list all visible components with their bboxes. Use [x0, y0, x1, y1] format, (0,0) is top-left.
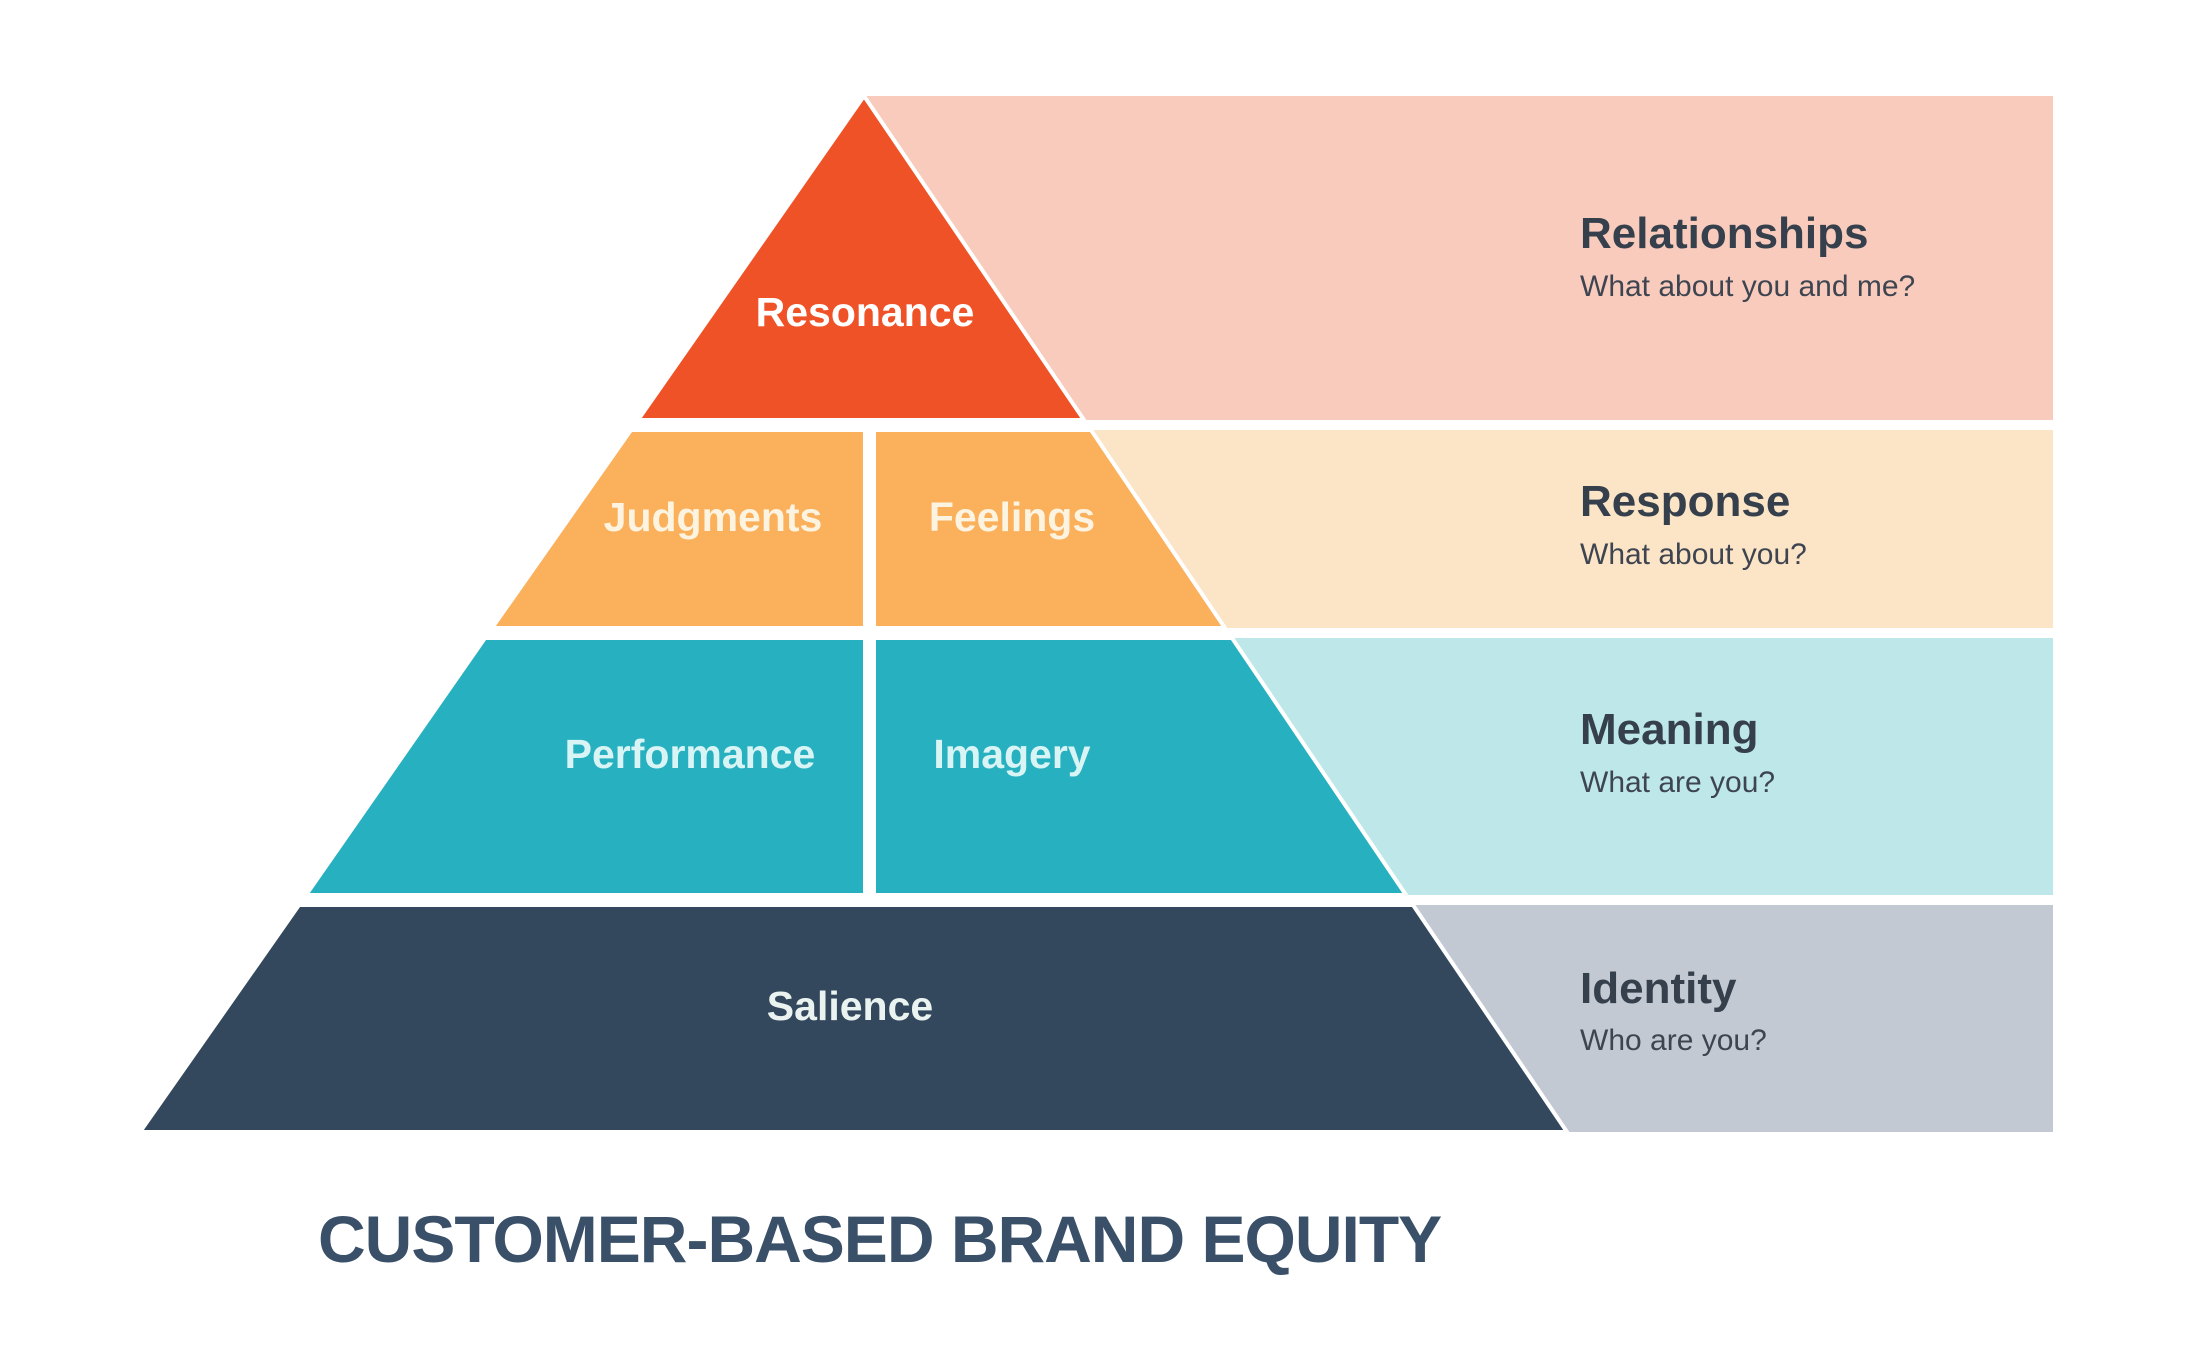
meaning-band [1232, 638, 2053, 895]
relationships-heading: Relationships [1580, 209, 1869, 258]
meaning-question: What are you? [1580, 766, 1775, 799]
response-band [1091, 430, 2053, 628]
salience-segment [136, 903, 1571, 1134]
salience-label: Salience [767, 983, 933, 1029]
identity-band [1413, 905, 2053, 1132]
performance-label: Performance [565, 731, 816, 777]
identity-question: Who are you? [1580, 1024, 1767, 1057]
response-question: What about you? [1580, 538, 1807, 571]
imagery-label: Imagery [933, 731, 1090, 777]
meaning-heading: Meaning [1580, 705, 1758, 754]
performance-segment [302, 636, 867, 897]
judgments-label: Judgments [604, 494, 823, 540]
response-heading: Response [1580, 477, 1790, 526]
feelings-segment [872, 428, 1229, 630]
feelings-label: Feelings [929, 494, 1095, 540]
resonance-label: Resonance [756, 289, 975, 335]
relationships-band [864, 96, 2053, 420]
diagram-title: CUSTOMER-BASED BRAND EQUITY [318, 1202, 1441, 1276]
judgments-segment [488, 428, 867, 630]
relationships-question: What about you and me? [1580, 270, 1915, 303]
resonance-segment [634, 92, 1088, 422]
imagery-segment [872, 636, 1410, 897]
identity-heading: Identity [1580, 964, 1737, 1013]
